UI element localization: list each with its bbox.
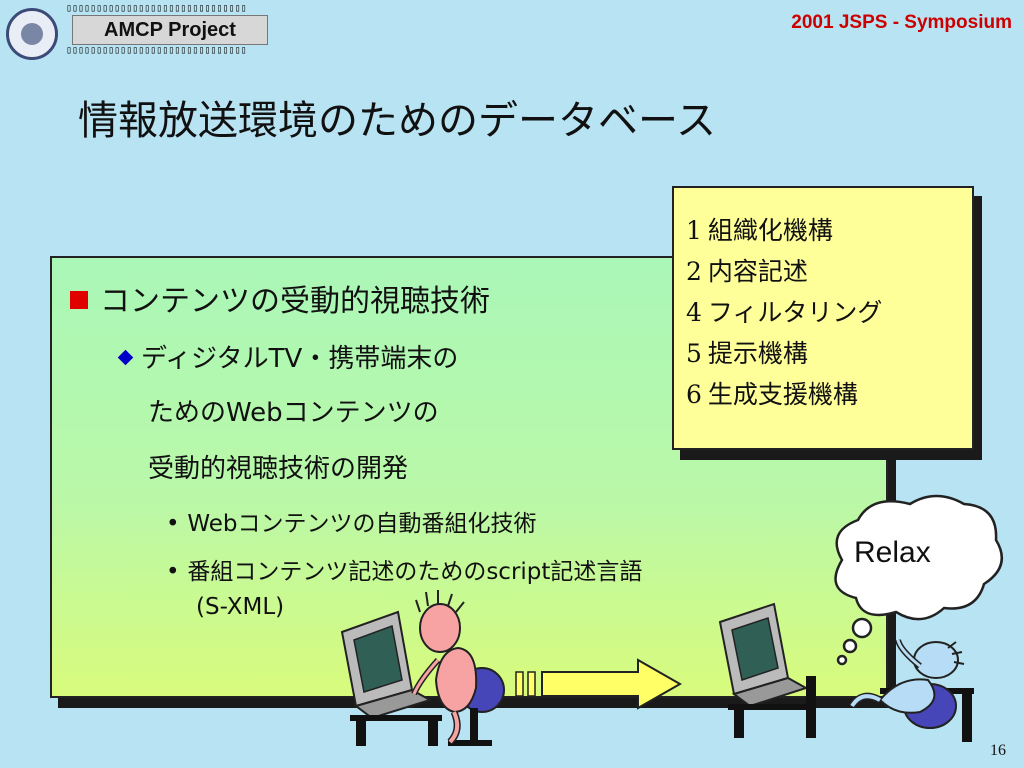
sub-bullet-text-line1: ディジタルTV・携帯端末の [141, 344, 459, 374]
arrow-right-icon [515, 658, 683, 710]
person-typing-clipart [411, 590, 505, 746]
symposium-label: 2001 JSPS - Symposium [791, 12, 1012, 33]
main-bullet: コンテンツの受動的視聴技術 [70, 276, 490, 320]
relax-text: Relax [854, 536, 931, 569]
sub-bullet-text-line2: ためのWebコンテンツの [148, 398, 439, 428]
detail-bullet-2-text: 番組コンテンツ記述のためのscript記述言語 [187, 559, 643, 585]
sub-bullet: ディジタルTV・携帯端末の [117, 338, 459, 375]
amcp-logo: ▯▯▯▯▯▯▯▯▯▯▯▯▯▯▯▯▯▯▯▯▯▯▯▯▯▯▯▯▯▯ AMCP Proj… [66, 4, 276, 58]
thought-bubble: Relax [834, 494, 1004, 666]
detail-bullet-2-continuation: (S-XML) [196, 594, 285, 620]
amcp-logo-text: AMCP Project [72, 15, 268, 45]
detail-bullet-1-text: Webコンテンツの自動番組化技術 [187, 511, 537, 537]
film-perforation-bottom: ▯▯▯▯▯▯▯▯▯▯▯▯▯▯▯▯▯▯▯▯▯▯▯▯▯▯▯▯▯▯ [66, 46, 247, 56]
university-seal-logo [6, 8, 58, 60]
main-bullet-text: コンテンツの受動的視聴技術 [100, 284, 490, 319]
computer-clipart-right [718, 602, 816, 738]
detail-bullet-1: • Webコンテンツの自動番組化技術 [166, 504, 536, 538]
slide-title: 情報放送環境のためのデータベース [78, 98, 716, 144]
square-bullet-icon [70, 291, 88, 309]
computer-clipart-left [340, 610, 442, 746]
sub-bullet-text-line3: 受動的視聴技術の開発 [148, 454, 409, 484]
dot-bullet-icon: • [166, 511, 180, 537]
dot-bullet-icon: • [166, 559, 180, 585]
person-relaxing-clipart [849, 639, 974, 742]
page-number: 16 [990, 742, 1006, 759]
film-perforation-top: ▯▯▯▯▯▯▯▯▯▯▯▯▯▯▯▯▯▯▯▯▯▯▯▯▯▯▯▯▯▯ [66, 4, 247, 14]
detail-bullet-2: • 番組コンテンツ記述のためのscript記述言語 [166, 552, 642, 586]
